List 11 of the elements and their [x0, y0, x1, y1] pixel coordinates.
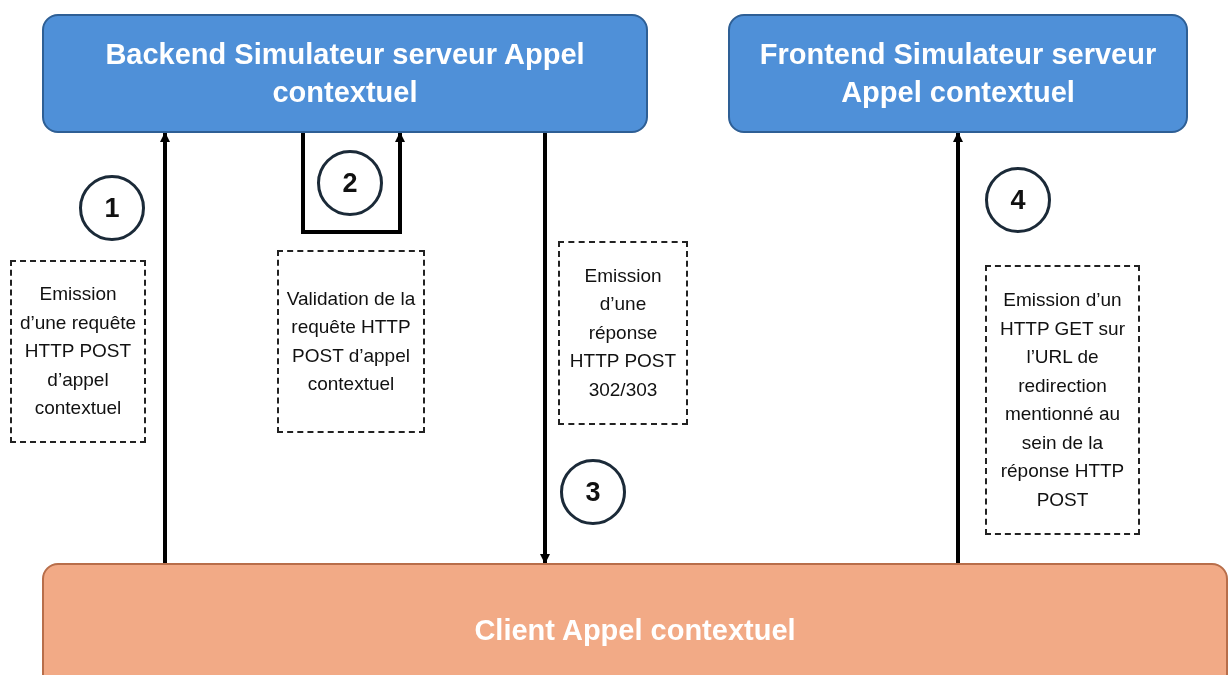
client-box: Client Appel contextuel	[42, 563, 1228, 675]
arrow	[301, 132, 405, 234]
server-box: Backend Simulateur serveur Appel contextuel	[42, 14, 648, 133]
note-box: Validation de la requête HTTP POST d’appel contextuel	[277, 250, 425, 433]
arrow	[953, 132, 963, 563]
arrow	[160, 132, 170, 563]
server-box: Frontend Simulateur serveur Appel contextuel	[728, 14, 1188, 133]
note-box: Emission d’une requête HTTP POST d’appel contextuel	[10, 260, 146, 443]
note-box: Emission d’une réponse HTTP POST 302/303	[558, 241, 688, 425]
arrow	[540, 133, 550, 564]
note-box: Emission d’un HTTP GET sur l’URL de redirection mentionné au sein de la réponse HTTP POST	[985, 265, 1140, 535]
